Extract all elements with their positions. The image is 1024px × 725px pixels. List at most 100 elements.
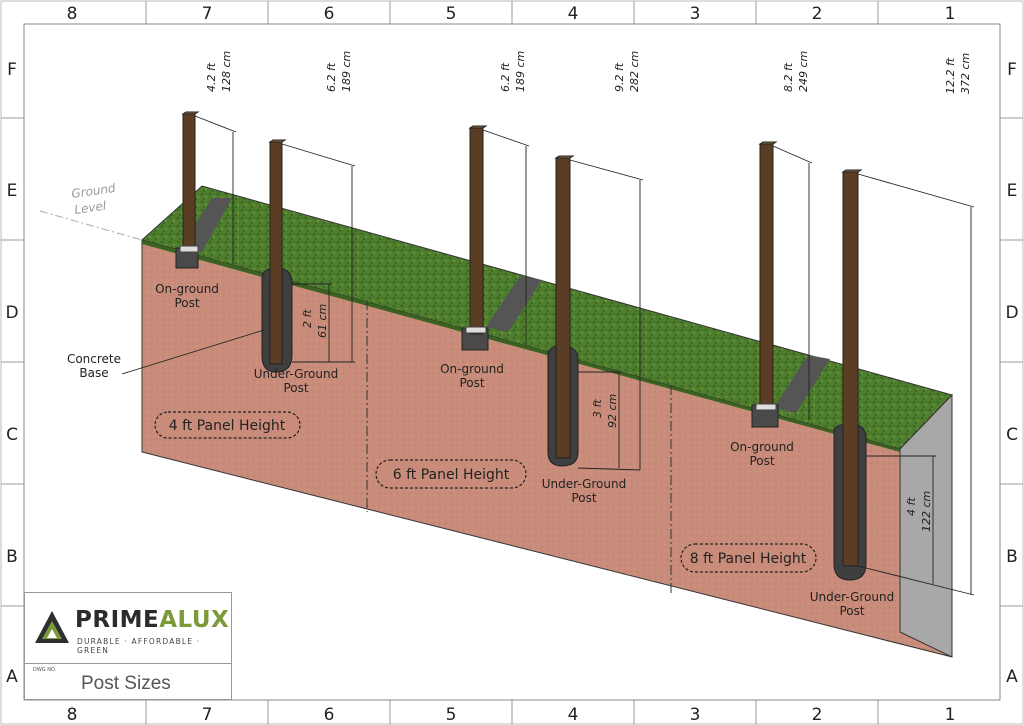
concrete-strip bbox=[486, 276, 542, 332]
row-label: B bbox=[1006, 547, 1018, 567]
svg-text:Under-Ground: Under-Ground bbox=[254, 367, 338, 381]
svg-text:8 ft Panel Height: 8 ft Panel Height bbox=[690, 551, 807, 567]
row-labels-left: F E D C B A bbox=[5, 60, 18, 687]
brand-name: PRIMEALUX bbox=[75, 607, 230, 633]
svg-text:249 cm: 249 cm bbox=[797, 51, 810, 92]
svg-text:Post: Post bbox=[571, 491, 596, 505]
label-underground-post-1: Under-Ground Post bbox=[254, 367, 338, 395]
svg-text:On-ground: On-ground bbox=[440, 362, 504, 376]
post bbox=[465, 125, 488, 335]
row-label: E bbox=[7, 181, 18, 201]
svg-text:On-ground: On-ground bbox=[155, 282, 219, 296]
svg-text:282 cm: 282 cm bbox=[628, 51, 641, 92]
svg-text:128 cm: 128 cm bbox=[220, 51, 233, 92]
panel-height-8ft-callout: 8 ft Panel Height bbox=[680, 543, 817, 573]
svg-text:Under-Ground: Under-Ground bbox=[810, 590, 894, 604]
svg-text:61 cm: 61 cm bbox=[316, 304, 329, 338]
col-label: 4 bbox=[568, 705, 579, 725]
row-label: A bbox=[6, 667, 18, 687]
col-label: 4 bbox=[568, 4, 579, 24]
primealux-logo-icon bbox=[35, 611, 69, 643]
svg-text:Post: Post bbox=[459, 376, 484, 390]
svg-text:122 cm: 122 cm bbox=[920, 491, 933, 532]
dim-burial-6ft: 3 ft 92 cm bbox=[591, 394, 619, 428]
col-label: 7 bbox=[202, 705, 213, 725]
label-onground-post-1: On-ground Post bbox=[155, 282, 219, 310]
svg-text:9.2 ft: 9.2 ft bbox=[613, 62, 626, 92]
title-block: PRIMEALUX DURABLE · AFFORDABLE · GREEN D… bbox=[24, 592, 232, 700]
svg-text:4.2 ft: 4.2 ft bbox=[205, 62, 218, 92]
label-concrete-base: Concrete Base bbox=[67, 329, 265, 380]
drawing-title: Post Sizes bbox=[81, 673, 171, 694]
col-label: 5 bbox=[446, 4, 457, 24]
svg-text:372 cm: 372 cm bbox=[959, 53, 972, 94]
svg-text:3 ft: 3 ft bbox=[591, 399, 604, 418]
svg-text:On-ground: On-ground bbox=[730, 440, 794, 454]
row-label: B bbox=[6, 547, 18, 567]
svg-text:4 ft Panel Height: 4 ft Panel Height bbox=[169, 418, 286, 434]
svg-text:6.2 ft: 6.2 ft bbox=[325, 62, 338, 92]
post bbox=[755, 141, 778, 411]
post bbox=[268, 139, 287, 365]
col-label: 6 bbox=[324, 4, 335, 24]
panel-height-6ft-callout: 6 ft Panel Height bbox=[375, 459, 527, 489]
post bbox=[841, 169, 863, 567]
brand-tagline: DURABLE · AFFORDABLE · GREEN bbox=[77, 637, 201, 655]
col-label: 7 bbox=[202, 4, 213, 24]
col-label: 2 bbox=[812, 4, 823, 24]
ground-level-label: Ground bbox=[70, 181, 116, 201]
post bbox=[554, 155, 575, 459]
row-label: C bbox=[6, 425, 18, 445]
col-label: 5 bbox=[446, 705, 457, 725]
col-label: 1 bbox=[945, 705, 956, 725]
col-label: 8 bbox=[67, 705, 78, 725]
dim-6ft-underground: 9.2 ft 282 cm bbox=[613, 51, 641, 92]
svg-text:189 cm: 189 cm bbox=[514, 51, 527, 92]
svg-text:Post: Post bbox=[174, 296, 199, 310]
ground-level-line bbox=[39, 210, 143, 241]
svg-text:189 cm: 189 cm bbox=[340, 51, 353, 92]
dim-4ft-onground: 4.2 ft 128 cm bbox=[205, 51, 233, 92]
label-onground-post-2: On-ground Post bbox=[440, 362, 504, 390]
dim-burial-4ft: 2 ft 61 cm bbox=[301, 304, 329, 338]
col-label: 3 bbox=[690, 4, 701, 24]
post bbox=[179, 111, 200, 253]
svg-text:Concrete: Concrete bbox=[67, 352, 121, 366]
svg-text:6.2 ft: 6.2 ft bbox=[499, 62, 512, 92]
dim-8ft-underground: 12.2 ft 372 cm bbox=[944, 53, 972, 94]
svg-text:2 ft: 2 ft bbox=[301, 309, 314, 328]
row-label: F bbox=[7, 60, 17, 80]
svg-text:8.2 ft: 8.2 ft bbox=[782, 62, 795, 92]
col-label: 3 bbox=[690, 705, 701, 725]
drawing-number-label: DWG NO. bbox=[33, 667, 57, 673]
column-labels-bottom: 8 7 6 5 4 3 2 1 bbox=[67, 705, 956, 725]
col-label: 6 bbox=[324, 705, 335, 725]
col-label: 1 bbox=[945, 4, 956, 24]
svg-text:4 ft: 4 ft bbox=[905, 497, 918, 516]
col-label: 2 bbox=[812, 705, 823, 725]
row-label: D bbox=[5, 303, 18, 323]
column-labels-top: 8 7 6 5 4 3 2 1 bbox=[67, 4, 956, 24]
row-label: D bbox=[1005, 303, 1018, 323]
svg-text:92 cm: 92 cm bbox=[606, 394, 619, 428]
soil-end-face bbox=[899, 393, 953, 658]
svg-text:Post: Post bbox=[283, 381, 308, 395]
svg-text:6 ft Panel Height: 6 ft Panel Height bbox=[393, 467, 510, 483]
dimension-lines bbox=[194, 115, 975, 596]
dim-8ft-onground: 8.2 ft 249 cm bbox=[782, 51, 810, 92]
concrete-strip bbox=[774, 355, 830, 413]
svg-text:Post: Post bbox=[839, 604, 864, 618]
svg-text:12.2 ft: 12.2 ft bbox=[944, 57, 957, 94]
grass-edge bbox=[142, 240, 900, 452]
dim-4ft-underground: 6.2 ft 189 cm bbox=[325, 51, 353, 92]
row-label: A bbox=[1006, 667, 1018, 687]
logo-area: PRIMEALUX DURABLE · AFFORDABLE · GREEN bbox=[25, 593, 231, 664]
label-onground-post-3: On-ground Post bbox=[730, 440, 794, 468]
panel-height-4ft-callout: 4 ft Panel Height bbox=[154, 411, 301, 439]
dim-6ft-onground: 6.2 ft 189 cm bbox=[499, 51, 527, 92]
ground-level-label: Level bbox=[73, 199, 107, 217]
svg-text:Post: Post bbox=[749, 454, 774, 468]
